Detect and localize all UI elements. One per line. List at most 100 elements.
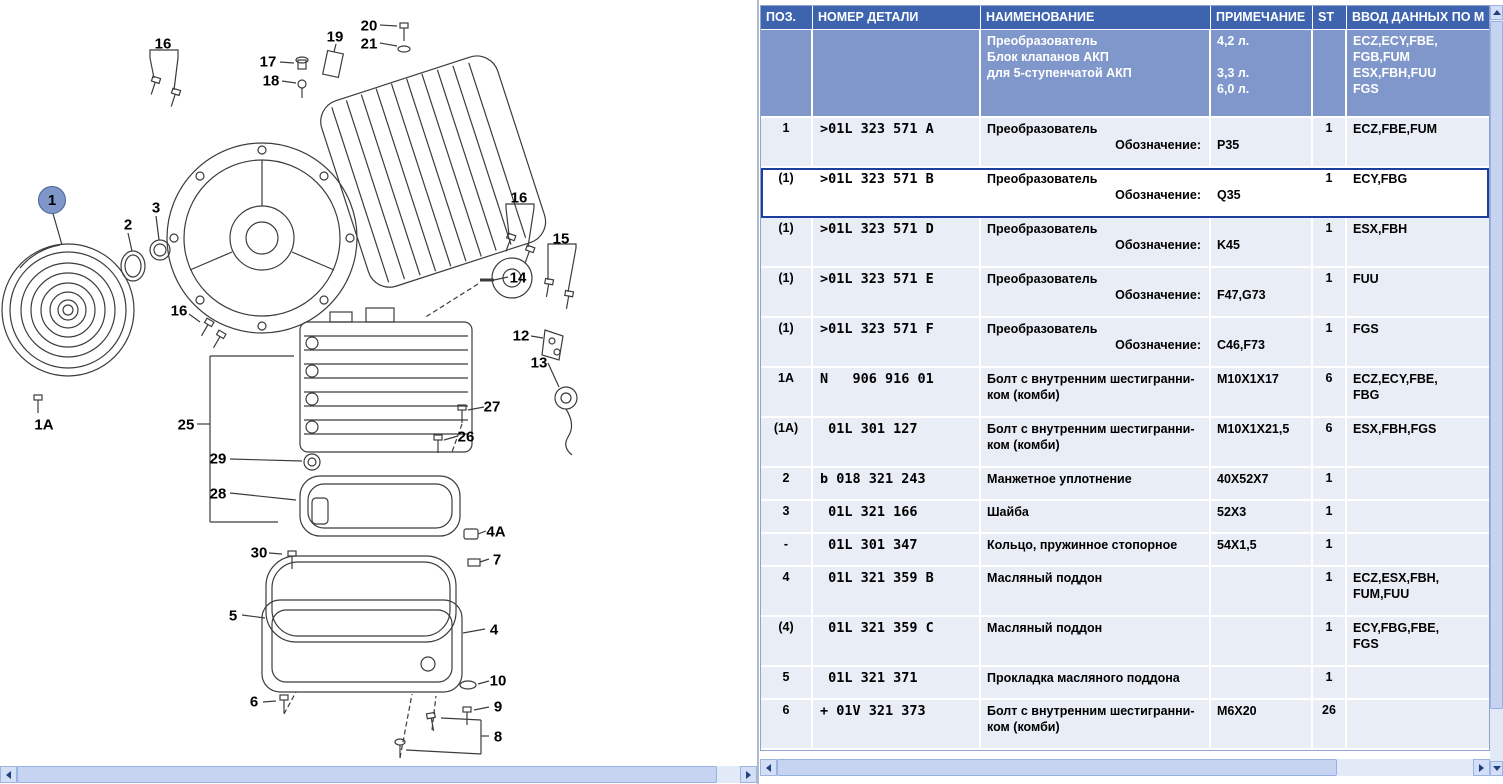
diagram-callout-16[interactable]: 16 xyxy=(154,35,172,53)
name-line: Преобразователь xyxy=(987,322,1098,336)
part-number-cell: b 018 321 243 xyxy=(813,468,981,499)
table-hscroll-thumb[interactable] xyxy=(777,759,1337,776)
transmission-exploded-diagram xyxy=(1,22,578,759)
arrow-down-icon xyxy=(1492,766,1501,771)
diagram-callout-2[interactable]: 2 xyxy=(123,216,133,234)
note-line xyxy=(1217,271,1305,287)
part-number-cell: 01L 321 166 xyxy=(813,501,981,532)
table-hscrollbar[interactable] xyxy=(760,759,1490,776)
diagram-callout-5[interactable]: 5 xyxy=(228,607,238,625)
name-line: Преобразователь xyxy=(987,172,1098,186)
diagram-callout-6[interactable]: 6 xyxy=(249,693,259,711)
diagram-callout-17[interactable]: 17 xyxy=(259,53,277,71)
note-line xyxy=(1217,221,1305,237)
diagram-callout-27[interactable]: 27 xyxy=(483,398,501,416)
pos-cell: 3 xyxy=(761,501,813,532)
diagram-callout-19[interactable]: 19 xyxy=(326,28,344,46)
name-cell: Масляный поддон xyxy=(981,617,1211,665)
designation-label: Обозначение: xyxy=(1115,338,1201,352)
diagram-callout-8[interactable]: 8 xyxy=(493,728,503,746)
group-name-line: для 5-ступенчатой АКП xyxy=(987,66,1132,80)
part-number-cell: 01L 301 347 xyxy=(813,534,981,565)
table-scroll-left-button[interactable] xyxy=(760,759,777,776)
col-header-name: НАИМЕНОВАНИЕ xyxy=(981,6,1211,29)
diagram-callout-1[interactable]: 1 xyxy=(38,186,66,214)
name-line: Болт с внутренним шестигранни- xyxy=(987,422,1195,436)
table-vscrollbar[interactable] xyxy=(1490,5,1503,776)
quantity-cell: 1 xyxy=(1313,617,1347,665)
designation-label: Обозначение: xyxy=(1115,288,1201,302)
vscroll-thumb[interactable] xyxy=(1490,21,1503,709)
diagram-callout-30[interactable]: 30 xyxy=(250,544,268,562)
diagram-callout-20[interactable]: 20 xyxy=(360,17,378,35)
scroll-down-button[interactable] xyxy=(1490,761,1503,776)
codes-cell: ECZ,ESX,FBH,FUM,FUU xyxy=(1347,567,1489,615)
diagram-callout-28[interactable]: 28 xyxy=(209,485,227,503)
diagram-scroll-left-button[interactable] xyxy=(0,766,17,783)
name-line: ком (комби) xyxy=(987,438,1060,452)
table-scroll-right-button[interactable] xyxy=(1473,759,1490,776)
diagram-callout-7[interactable]: 7 xyxy=(492,551,502,569)
codes-line: ESX,FBH xyxy=(1353,222,1408,236)
part-number-cell: 01L 321 359 C xyxy=(813,617,981,665)
diagram-callout-26[interactable]: 26 xyxy=(457,428,475,446)
group-name-line: Преобразователь xyxy=(987,34,1098,48)
note-line: C46,F73 xyxy=(1217,338,1265,352)
note-line xyxy=(1217,171,1305,187)
quantity-cell: 26 xyxy=(1313,700,1347,748)
diagram-callout-18[interactable]: 18 xyxy=(262,72,280,90)
diagram-callout-4A[interactable]: 4A xyxy=(486,523,506,541)
scroll-up-button[interactable] xyxy=(1490,5,1503,20)
diagram-callout-12[interactable]: 12 xyxy=(512,327,530,345)
codes-line: ECZ,ECY,FBE, xyxy=(1353,372,1438,386)
diagram-callout-9[interactable]: 9 xyxy=(493,698,503,716)
assembly-group-row[interactable]: Преобразователь Блок клапанов АКП для 5-… xyxy=(761,30,1489,118)
name-line: Манжетное уплотнение xyxy=(987,472,1132,486)
diagram-callout-3[interactable]: 3 xyxy=(151,199,161,217)
diagram-callout-4[interactable]: 4 xyxy=(489,621,499,639)
quantity-cell: 6 xyxy=(1313,418,1347,466)
group-codes-line: FGB,FUM xyxy=(1353,50,1410,64)
pos-cell: (4) xyxy=(761,617,813,665)
note-cell: F47,G73 xyxy=(1211,268,1313,316)
codes-line: ESX,FBH,FGS xyxy=(1353,422,1437,436)
diagram-hscrollbar[interactable] xyxy=(0,766,757,783)
diagram-hscroll-thumb[interactable] xyxy=(17,766,717,783)
pos-cell: (1) xyxy=(761,168,813,216)
diagram-callout-14[interactable]: 14 xyxy=(509,269,527,287)
part-number-cell: >01L 323 571 D xyxy=(813,218,981,266)
codes-line: FGS xyxy=(1353,637,1379,651)
diagram-callout-13[interactable]: 13 xyxy=(530,354,548,372)
diagram-callout-1A[interactable]: 1A xyxy=(34,416,54,434)
diagram-callout-21[interactable]: 21 xyxy=(360,35,378,53)
diagram-callout-16[interactable]: 16 xyxy=(510,189,528,207)
diagram-scroll-right-button[interactable] xyxy=(740,766,757,783)
group-codes-cell: ECZ,ECY,FBE, FGB,FUM ESX,FBH,FUU FGS xyxy=(1347,30,1489,116)
diagram-callout-15[interactable]: 15 xyxy=(552,230,570,248)
col-header-codes: ВВОД ДАННЫХ ПО М xyxy=(1352,10,1485,24)
diagram-callout-29[interactable]: 29 xyxy=(209,450,227,468)
diagram-callout-16[interactable]: 16 xyxy=(170,302,188,320)
name-line: Преобразователь xyxy=(987,272,1098,286)
diagram-callout-25[interactable]: 25 xyxy=(177,416,195,434)
diagram-callout-10[interactable]: 10 xyxy=(489,672,507,690)
name-line: Болт с внутренним шестигранни- xyxy=(987,704,1195,718)
name-line: Масляный поддон xyxy=(987,621,1103,635)
quantity-cell: 1 xyxy=(1313,501,1347,532)
